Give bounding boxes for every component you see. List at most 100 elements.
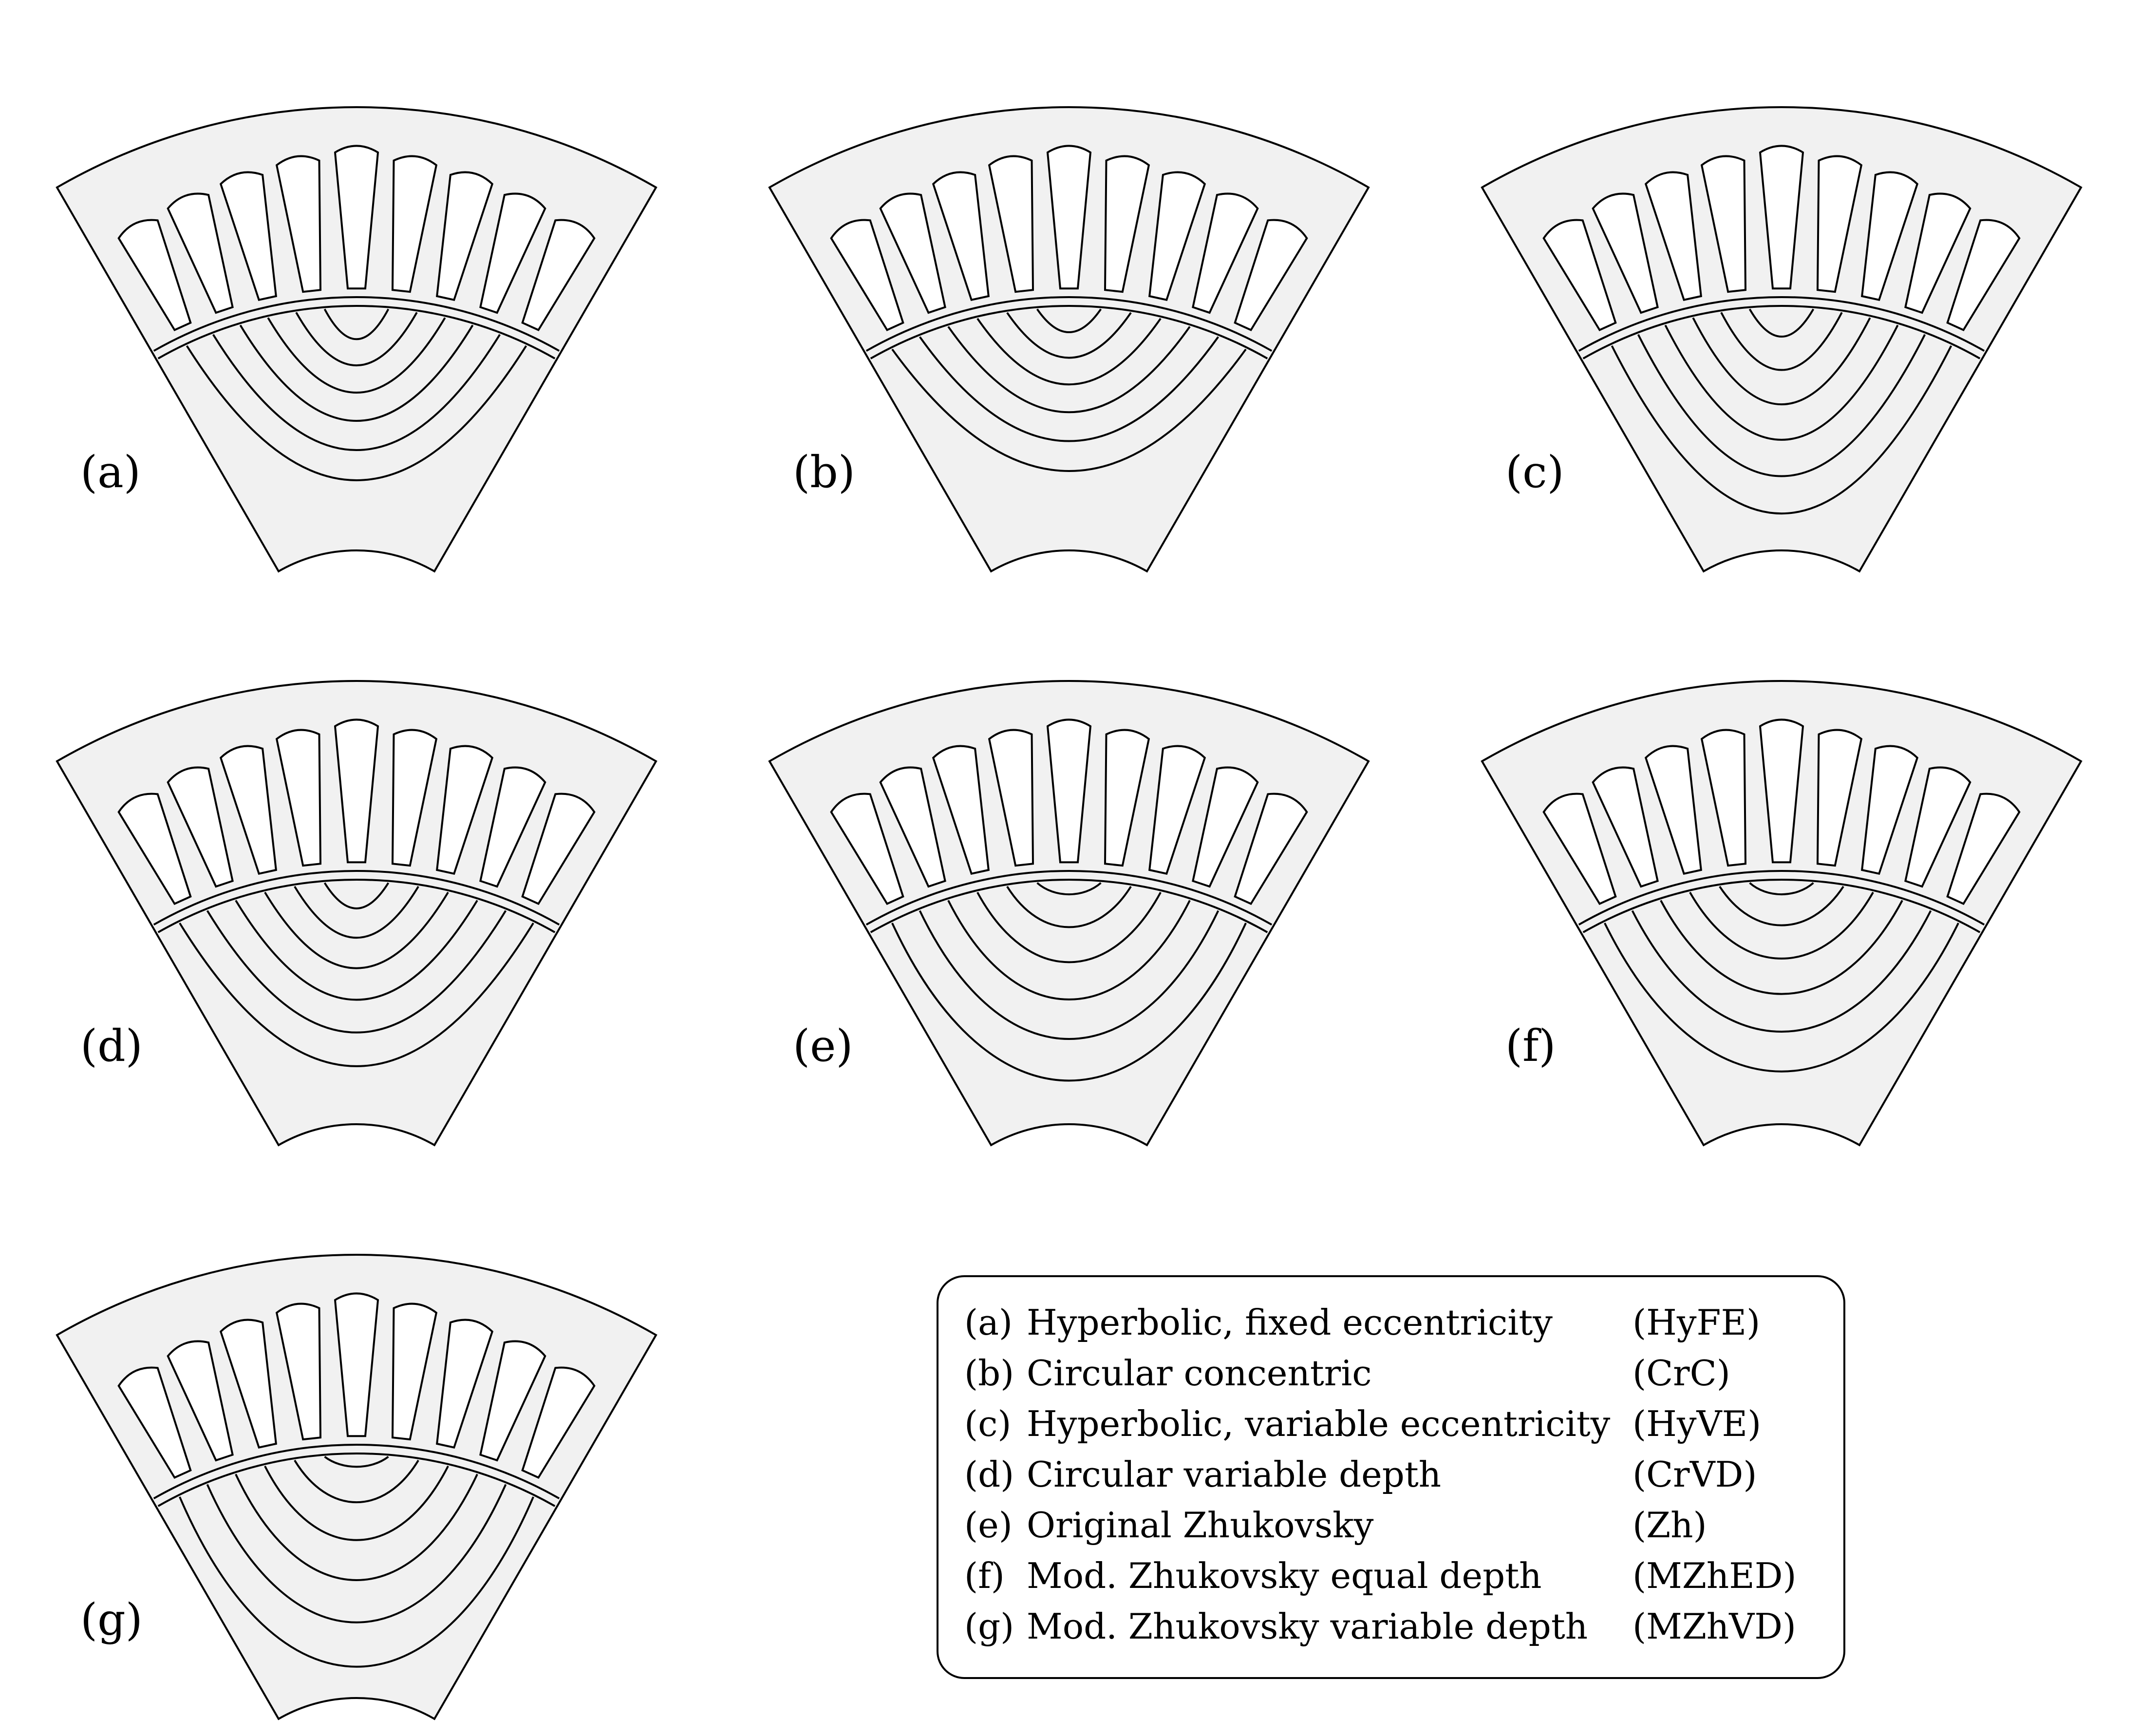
legend-name: Circular concentric [1027,1353,1372,1394]
rotor-surface-arc [157,1452,556,1507]
stator-slot [391,1302,438,1441]
legend-key: (c) [964,1403,1012,1444]
legend-name: Hyperbolic, fixed eccentricity [1027,1302,1553,1343]
stator-bore-arc [153,296,560,352]
stator-slot [1592,766,1659,888]
flux-barrier [1006,886,1132,928]
stator-slot [1104,155,1150,293]
legend-key: (e) [964,1505,1013,1546]
legend-abbr: (MZhVD) [1632,1606,1796,1647]
stator-slot [1192,766,1259,888]
panel-e: (e) [768,680,1370,1147]
stator-bore-arc [1578,296,1985,352]
flux-barrier [947,326,1191,414]
rotor-surface-arc [1582,304,1981,359]
stator-slot [1234,793,1308,906]
stator-slot [1759,718,1804,864]
panel-d: (d) [56,680,657,1147]
stator-slot [167,766,234,888]
legend-abbr: (Zh) [1632,1505,1707,1546]
stator-slot [1148,745,1206,875]
stator-slot [521,1366,596,1479]
panel-f: (f) [1481,680,2083,1147]
stator-slot [830,793,904,906]
panel-label: (a) [80,447,141,498]
legend-abbr: (HyVE) [1632,1403,1761,1444]
panel-a: (a) [56,106,657,573]
stator-slot [1644,745,1702,875]
stator-slot [436,171,494,302]
stator-slot [1816,729,1863,867]
panel-label: (d) [80,1020,143,1072]
flux-barrier [323,308,390,340]
rotor-surface-arc [1582,878,1981,933]
flux-barrier [891,923,1247,1082]
stator-slot [1861,171,1919,302]
stator-slot [1148,171,1206,302]
panel-label: (b) [793,447,855,498]
flux-barrier [206,910,507,1034]
stator-slot [219,171,277,302]
panel-label: (c) [1505,447,1564,498]
flux-barrier [206,1484,507,1623]
stator-slot [988,729,1034,867]
flux-barrier [179,1496,534,1668]
stator-slot [334,718,379,864]
legend-name: Original Zhukovsky [1027,1505,1374,1546]
flux-barrier [1036,882,1102,895]
stator-slot [521,219,596,332]
legend-name: Hyperbolic, variable eccentricity [1027,1403,1611,1444]
flux-barrier [235,1473,478,1581]
stator-slot [1104,729,1150,867]
rotor-surface-arc [157,878,556,933]
legend-abbr: (MZhED) [1632,1555,1797,1596]
stator-slot [479,766,546,888]
stator-slot [988,155,1034,293]
stator-slot [1904,766,1971,888]
stator-slot [479,192,546,314]
flux-barrier [1660,900,1903,995]
stator-bore-arc [153,870,560,926]
legend-name: Mod. Zhukovsky variable depth [1027,1606,1588,1647]
legend-abbr: (CrC) [1632,1353,1730,1394]
flux-barrier [239,324,474,422]
panel-b: (b) [768,106,1370,573]
flux-barrier [891,348,1247,472]
stator-slot [275,155,322,293]
stator-slot [334,145,379,290]
flux-barrier [1664,324,1899,441]
stator-slot [879,766,946,888]
stator-slot [1542,219,1617,332]
stator-slot [1542,793,1617,906]
flux-barrier [264,891,449,969]
stator-slot [1192,192,1259,314]
flux-barrier [1689,891,1874,960]
stator-slot [932,745,990,875]
flux-barrier [212,334,501,451]
panel-c: (c) [1481,106,2083,573]
stator-slot [334,1292,379,1437]
flux-barrier [1719,886,1844,926]
flux-barrier [1748,308,1815,338]
legend-key: (f) [964,1555,1005,1596]
legend-abbr: (HyFE) [1632,1302,1760,1343]
rotor-surface-arc [870,304,1268,359]
legend-key: (a) [964,1302,1013,1343]
stator-slot [1946,793,2021,906]
flux-barrier [1006,312,1132,359]
stator-slot [1046,718,1092,864]
flux-barrier [1692,317,1871,406]
legend-abbr: (CrVD) [1632,1454,1757,1495]
stator-slot [1234,219,1308,332]
stator-slot [117,793,192,906]
rotor-surface-arc [870,878,1268,933]
flux-barrier [1631,910,1932,1033]
flux-barrier [976,318,1162,386]
rotor-surface-arc [157,304,556,359]
legend-key: (d) [964,1454,1014,1495]
stator-slot [275,729,322,867]
stator-slot [436,745,494,875]
stator-slot [479,1340,546,1462]
flux-barrier [267,317,446,394]
stator-slot [1046,145,1092,290]
